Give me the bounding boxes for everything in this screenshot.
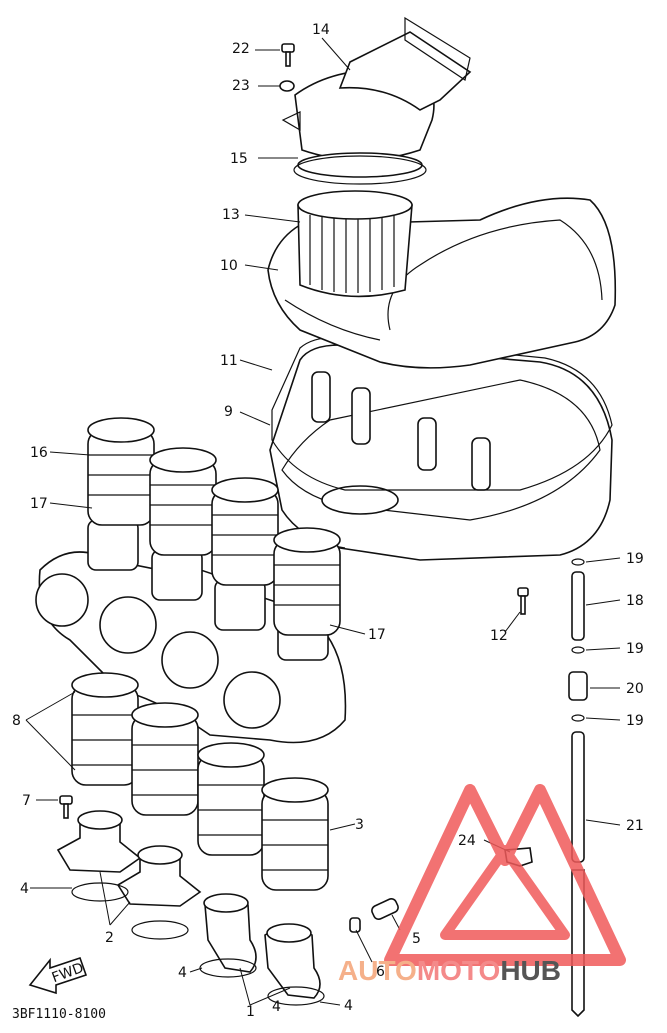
- manifold-1-2: [264, 923, 321, 999]
- callout-20: 20: [626, 681, 644, 697]
- callout-13: 13: [222, 207, 240, 223]
- callout-4a: 4: [20, 881, 29, 897]
- check-valve-20: [568, 671, 588, 701]
- callout-16: 16: [30, 445, 48, 461]
- carburetor-bank: [35, 519, 347, 744]
- callout-1: 1: [246, 1004, 255, 1020]
- manifold-1-1: [203, 893, 257, 973]
- callout-17a: 17: [30, 496, 48, 512]
- callout-24: 24: [458, 833, 476, 849]
- air-filter-element: [297, 190, 413, 298]
- watermark-triangle-icon: [384, 784, 626, 966]
- clips-19: [571, 558, 585, 722]
- watermark-auto: AUTO: [338, 955, 417, 986]
- fwd-arrow: FWD: [28, 956, 88, 995]
- callout-23: 23: [232, 78, 250, 94]
- hose-18: [571, 571, 585, 641]
- callout-numbers: 1 2 3 4 4 4 4 5 6 7 8 9 10 11 12 13 14 1…: [12, 22, 644, 1020]
- plug-5: [371, 898, 399, 920]
- filter-case-cap: [281, 16, 472, 178]
- fwd-label: FWD: [50, 960, 86, 986]
- washer-23: [279, 80, 295, 92]
- carb-joint-16-4: [273, 527, 341, 636]
- svg-text:AUTOMOTOHUB: AUTOMOTOHUB: [338, 955, 561, 986]
- callout-19a: 19: [626, 551, 644, 567]
- callout-10: 10: [220, 258, 238, 274]
- callout-17b: 17: [368, 627, 386, 643]
- callout-12: 12: [490, 628, 508, 644]
- intake-joint-8-2: [131, 702, 199, 816]
- callout-2: 2: [105, 930, 114, 946]
- callout-3: 3: [355, 817, 364, 833]
- watermark-hub: HUB: [500, 955, 561, 986]
- callout-8: 8: [12, 713, 21, 729]
- callout-18: 18: [626, 593, 644, 609]
- bolt-22: [281, 43, 295, 67]
- callout-4b: 4: [178, 965, 187, 981]
- callout-9: 9: [224, 404, 233, 420]
- callout-6: 6: [376, 964, 385, 980]
- callout-4c: 4: [272, 999, 281, 1015]
- callout-19c: 19: [626, 713, 644, 729]
- callout-4d: 4: [344, 998, 353, 1014]
- watermark-logo: [384, 784, 626, 966]
- watermark-inner-triangle-icon: [440, 845, 570, 940]
- carb-joint-16-1: [87, 417, 155, 526]
- callout-7: 7: [22, 793, 31, 809]
- watermark-text: AUTOMOTOHUB: [338, 955, 561, 986]
- callout-19b: 19: [626, 641, 644, 657]
- air-box-lower-case: [269, 344, 613, 561]
- callout-15: 15: [230, 151, 248, 167]
- callout-11: 11: [220, 353, 238, 369]
- carb-joint-16-2: [149, 447, 217, 556]
- callout-22: 22: [232, 41, 250, 57]
- screw-12: [517, 587, 529, 615]
- intake-joint-8-3: [197, 742, 265, 856]
- o-ring-15: [293, 155, 427, 185]
- carb-joint-16-3: [211, 477, 279, 586]
- manifold-2-1: [56, 810, 142, 873]
- bolt-7: [59, 795, 73, 819]
- callout-21: 21: [626, 818, 644, 834]
- intake-joint-3: [261, 777, 329, 891]
- intake-joint-8-1: [71, 672, 139, 786]
- watermark-moto: MOTO: [417, 955, 500, 986]
- callout-14: 14: [312, 22, 330, 38]
- screw-6: [349, 917, 361, 933]
- o-rings-4: [71, 882, 325, 1006]
- callout-5: 5: [412, 931, 421, 947]
- part-code: 3BF1110-8100: [12, 1007, 106, 1022]
- manifold-2-2: [116, 845, 202, 907]
